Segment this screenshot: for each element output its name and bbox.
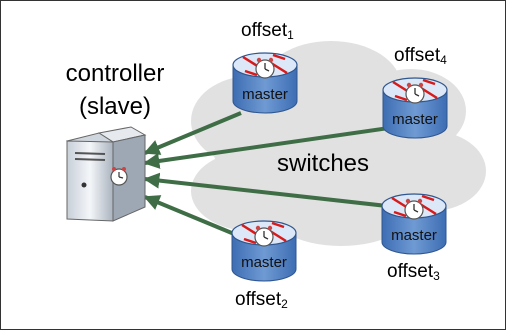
controller-label: controller (slave): [53, 62, 177, 119]
clock-icon: [404, 198, 424, 220]
offset-label-2-index: 2: [281, 297, 288, 311]
clock-icon: [405, 82, 425, 104]
switch-body: [231, 232, 297, 282]
router-switch-icon: master: [232, 52, 298, 114]
offset-label-3-index: 3: [433, 269, 440, 283]
clock-icon: [255, 57, 275, 79]
clock-icon: [110, 167, 128, 186]
clock-icon: [254, 225, 274, 247]
sync-links: [143, 111, 390, 238]
switch-role-label: master: [242, 86, 288, 103]
controller-line1: controller: [65, 60, 165, 87]
offset-label-1-index: 1: [287, 28, 294, 42]
offset-label-2: offset2: [235, 290, 288, 310]
switch-body: [382, 89, 448, 139]
router-switch-icon: master: [382, 77, 448, 139]
offset-label-1: offset1: [241, 21, 294, 41]
switch-role-label: master: [392, 111, 438, 128]
link-offset2: [143, 195, 240, 238]
switch-role-label: master: [391, 227, 437, 244]
offset-label-4-index: 4: [440, 53, 447, 67]
offset-label-3-base: offset: [387, 261, 434, 282]
switch-role-label: master: [241, 254, 287, 271]
router-switch-icon: master: [231, 220, 297, 282]
offset-label-1-base: offset: [241, 20, 288, 41]
offset-label-4: offset4: [394, 46, 447, 66]
cloud-label: switches: [277, 150, 370, 177]
server-icon: [65, 126, 147, 222]
offset-label-4-base: offset: [394, 45, 441, 66]
link-offset3: [143, 172, 388, 208]
offset-label-2-base: offset: [235, 289, 282, 310]
router-switch-icon: master: [381, 193, 447, 255]
switch-body: [232, 64, 298, 114]
controller-line2: (slave): [78, 93, 151, 120]
link-offset4: [143, 126, 390, 169]
offset-label-3: offset3: [387, 262, 440, 282]
switch-body: [381, 205, 447, 255]
link-offset1: [143, 111, 242, 155]
